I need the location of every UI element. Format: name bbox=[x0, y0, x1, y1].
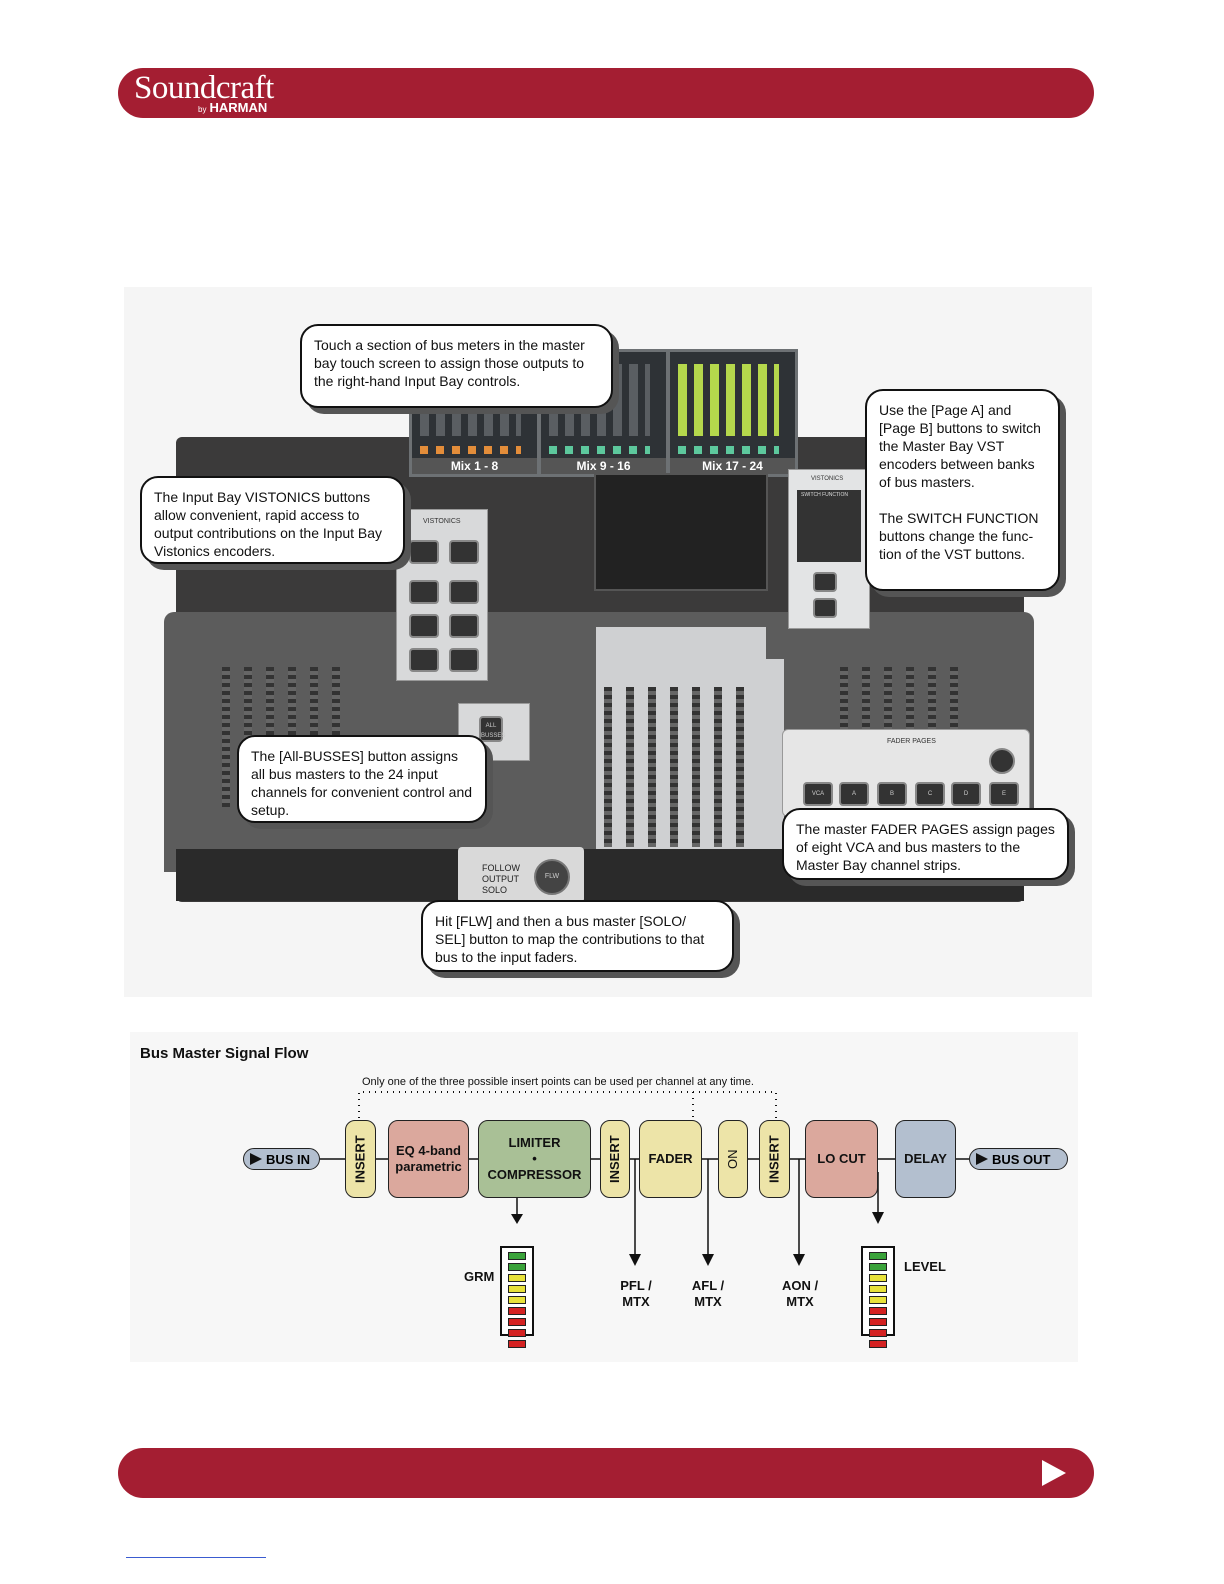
footer-link-underline[interactable] bbox=[126, 1557, 266, 1558]
page-a-button[interactable] bbox=[813, 572, 837, 592]
master-strip-right bbox=[754, 659, 784, 849]
bus-in-pill: BUS IN bbox=[243, 1148, 320, 1170]
all-busses-button[interactable]: ALL BUSSES bbox=[479, 716, 505, 742]
vistonics-button-1[interactable] bbox=[409, 540, 439, 564]
callout-vistonics: The Input Bay VISTONICS buttons allow co… bbox=[140, 476, 405, 564]
input-fader[interactable] bbox=[862, 667, 870, 737]
limiter-compressor-block: LIMITER•COMPRESSOR bbox=[478, 1120, 591, 1198]
master-fader-2[interactable] bbox=[626, 687, 634, 847]
fader-block: FADER bbox=[639, 1120, 702, 1198]
input-fader[interactable] bbox=[222, 667, 230, 807]
callout-page-ab: Use the [Page A] and [Page B] buttons to… bbox=[865, 389, 1060, 591]
aon-mtx-label: AON / MTX bbox=[781, 1278, 819, 1309]
level-meter bbox=[861, 1246, 895, 1348]
vistonics-panel: VISTONICS bbox=[396, 509, 488, 681]
callout-all-busses: The [All-BUSSES] button assigns all bus … bbox=[237, 735, 487, 823]
input-fader[interactable] bbox=[928, 667, 936, 737]
lo-cut-block: LO CUT bbox=[805, 1120, 878, 1198]
signal-flow-diagram: Only one of the three possible insert po… bbox=[130, 1032, 1078, 1362]
fader-page-e-button[interactable]: E bbox=[989, 782, 1019, 806]
fader-page-c-button[interactable]: C bbox=[915, 782, 945, 806]
input-fader[interactable] bbox=[906, 667, 914, 737]
vistonics-button-2[interactable] bbox=[449, 540, 479, 564]
bus-out-pill: BUS OUT bbox=[969, 1148, 1068, 1170]
vistonics-button-6[interactable] bbox=[449, 614, 479, 638]
insert-block-3: INSERT bbox=[759, 1120, 790, 1198]
callout-fader-pages: The master FADER PAGES assign pages of e… bbox=[782, 808, 1069, 880]
master-fader-5[interactable] bbox=[692, 687, 700, 847]
diagram-title: Bus Master Signal Flow bbox=[140, 1045, 309, 1062]
footer-bar bbox=[118, 1448, 1094, 1498]
switch-function-panel: VISTONICS SWITCH FUNCTION bbox=[788, 469, 870, 629]
vistonics-button-3[interactable] bbox=[409, 580, 439, 604]
input-fader[interactable] bbox=[840, 667, 848, 737]
fader-pages-return-button[interactable] bbox=[989, 748, 1015, 774]
on-block: ON bbox=[718, 1120, 748, 1198]
callout-bus-meters: Touch a section of bus meters in the mas… bbox=[300, 324, 613, 408]
fader-page-b-button[interactable]: B bbox=[877, 782, 907, 806]
master-screen-mix-17-24[interactable]: Mix 17 - 24 bbox=[667, 349, 798, 477]
vistonics-button-5[interactable] bbox=[409, 614, 439, 638]
page-b-button[interactable] bbox=[813, 598, 837, 618]
play-icon bbox=[976, 1153, 988, 1165]
grm-meter bbox=[500, 1246, 534, 1348]
grm-label: GRM bbox=[464, 1269, 495, 1284]
master-fader-6[interactable] bbox=[714, 687, 722, 847]
afl-mtx-label: AFL / MTX bbox=[691, 1278, 725, 1309]
eq-block: EQ 4-band parametric bbox=[388, 1120, 469, 1198]
vistonics-button-4[interactable] bbox=[449, 580, 479, 604]
input-fader[interactable] bbox=[884, 667, 892, 737]
insert-note: Only one of the three possible insert po… bbox=[362, 1076, 754, 1088]
master-fader-4[interactable] bbox=[670, 687, 678, 847]
delay-block: DELAY bbox=[895, 1120, 956, 1198]
play-icon bbox=[250, 1153, 262, 1165]
fader-page-d-button[interactable]: D bbox=[951, 782, 981, 806]
signal-flow-lines bbox=[320, 1091, 969, 1266]
flw-button[interactable]: FLW bbox=[534, 859, 570, 895]
fader-page-vca-button[interactable]: VCA bbox=[803, 782, 833, 806]
pfl-mtx-label: PFL / MTX bbox=[620, 1278, 652, 1309]
fader-pages-panel: FADER PAGES VCA A B C D E bbox=[782, 729, 1030, 817]
vistonics-button-7[interactable] bbox=[409, 648, 439, 672]
center-vst-screen bbox=[594, 473, 768, 591]
soundcraft-logo: Soundcraft bbox=[134, 70, 274, 106]
next-page-icon[interactable] bbox=[1042, 1460, 1066, 1486]
input-fader[interactable] bbox=[950, 667, 958, 737]
master-fader-3[interactable] bbox=[648, 687, 656, 847]
flw-panel: FOLLOW OUTPUT SOLO FLW bbox=[458, 847, 584, 903]
master-fader-1[interactable] bbox=[604, 687, 612, 847]
master-fader-7[interactable] bbox=[736, 687, 744, 847]
vistonics-button-8[interactable] bbox=[449, 648, 479, 672]
insert-block-2: INSERT bbox=[600, 1120, 630, 1198]
level-label: LEVEL bbox=[904, 1259, 946, 1274]
console-figure: Mix 1 - 8 Mix 9 - 16 Mix 17 - 24 VISTONI… bbox=[124, 287, 1092, 997]
callout-flw: Hit [FLW] and then a bus master [SOLO/ S… bbox=[421, 900, 734, 972]
fader-page-a-button[interactable]: A bbox=[839, 782, 869, 806]
insert-block-1: INSERT bbox=[345, 1120, 376, 1198]
